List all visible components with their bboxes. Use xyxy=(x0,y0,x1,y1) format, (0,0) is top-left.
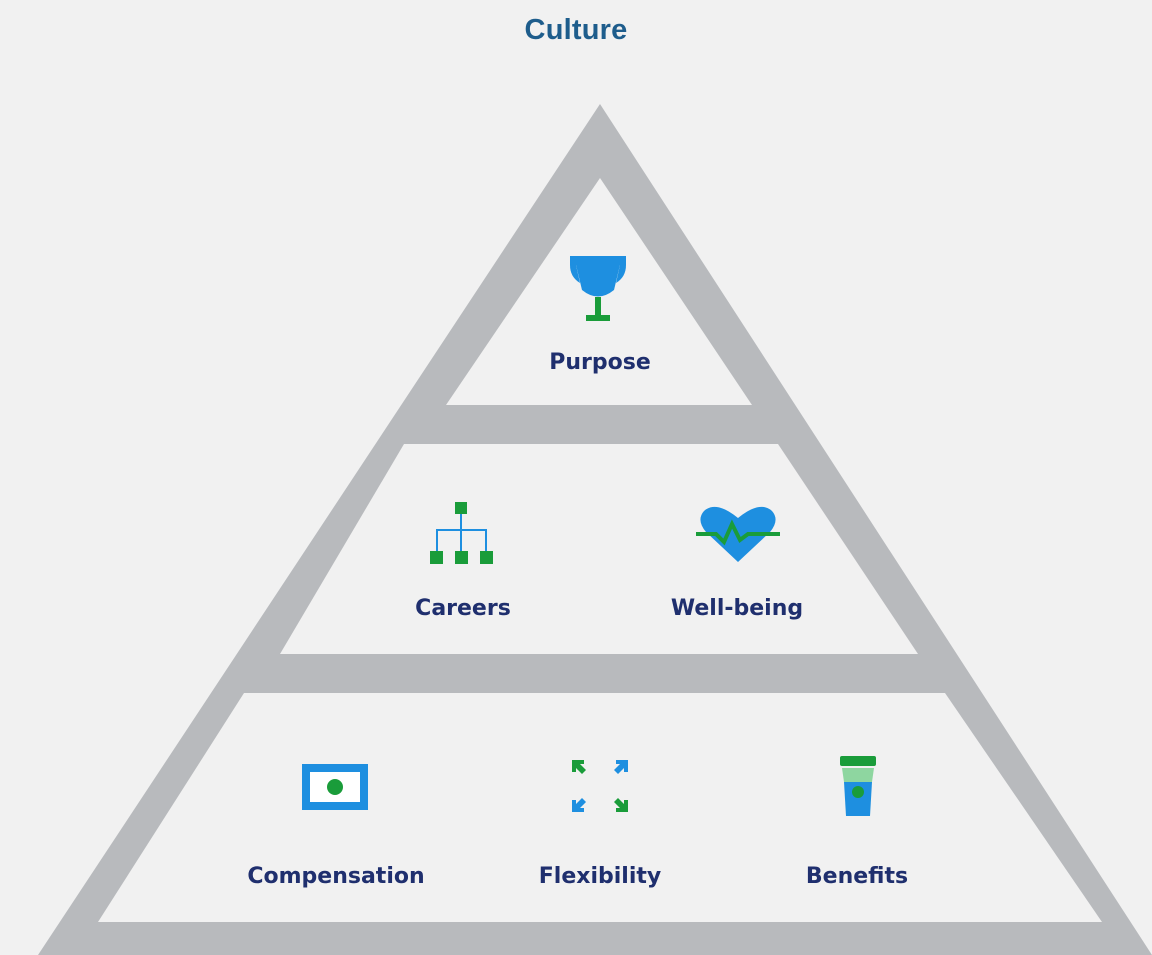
coffee-cup-icon xyxy=(834,754,882,820)
banknote-icon xyxy=(300,760,370,814)
trophy-icon xyxy=(562,253,634,329)
heartbeat-icon xyxy=(694,502,782,566)
org-chart-icon xyxy=(427,498,497,570)
tier-middle-panel xyxy=(280,444,918,654)
diagram-title: Culture xyxy=(524,14,628,46)
tier-bottom-panel xyxy=(98,693,1102,922)
careers-label: Careers xyxy=(415,596,511,621)
well-being-label: Well-being xyxy=(670,596,804,621)
expand-arrows-icon xyxy=(568,756,632,816)
flexibility-label: Flexibility xyxy=(538,864,662,889)
purpose-label: Purpose xyxy=(549,350,651,375)
compensation-label: Compensation xyxy=(247,864,425,889)
benefits-label: Benefits xyxy=(805,864,909,889)
